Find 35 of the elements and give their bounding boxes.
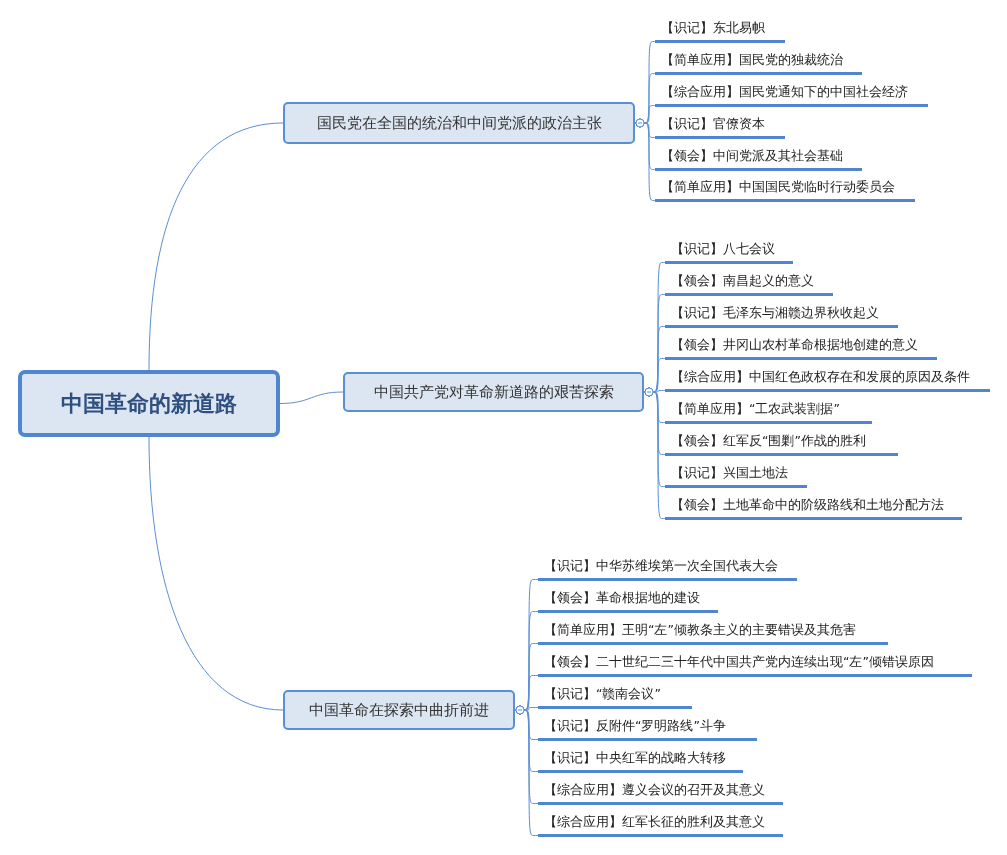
topic-box: [283, 102, 635, 144]
subtopic-label: 【简单应用】“工农武装割据”: [665, 398, 872, 424]
subtopic-label: 【领会】红军反“围剿”作战的胜利: [665, 430, 898, 456]
subtopic-label: 【综合应用】中国红色政权存在和发展的原因及条件: [665, 366, 990, 392]
subtopic-label: 【综合应用】国民党通知下的中国社会经济: [655, 81, 928, 107]
subtopic-label: 【简单应用】中国国民党临时行动委员会: [655, 176, 915, 202]
subtopic-label: 【领会】井冈山农村革命根据地创建的意义: [665, 334, 937, 360]
subtopic-label: 【识记】八七会议: [665, 238, 793, 264]
subtopic-label: 【识记】“赣南会议”: [538, 683, 692, 709]
topic-box: [283, 690, 515, 730]
subtopic-label: 【领会】南昌起义的意义: [665, 270, 833, 296]
connector-line: [148, 436, 284, 711]
topic-text: 国民党在全国的统治和中间党派的政治主张: [316, 113, 602, 133]
subtopic-label: 【领会】土地革命中的阶级路线和土地分配方法: [665, 494, 962, 520]
subtopic-label: 【识记】东北易帜: [655, 17, 785, 43]
subtopic-label: 【领会】二十世纪二三十年代中国共产党内连续出现“左”倾错误原因: [538, 651, 972, 677]
connector-line: [279, 391, 344, 404]
subtopic-label: 【综合应用】遵义会议的召开及其意义: [538, 779, 783, 805]
subtopic-label: 【识记】反附件“罗明路线”斗争: [538, 715, 757, 741]
topic-text: 中国革命的新道路: [61, 389, 237, 418]
subtopic-label: 【综合应用】红军长征的胜利及其意义: [538, 811, 783, 837]
topic-text: 中国共产党对革命新道路的艰苦探索: [373, 382, 614, 402]
subtopic-label: 【领会】革命根据地的建设: [538, 587, 718, 613]
topic-text: 中国革命在探索中曲折前进: [309, 700, 489, 720]
subtopic-label: 【识记】中华苏维埃第一次全国代表大会: [538, 555, 797, 581]
central-topic-box: [18, 370, 280, 437]
subtopic-label: 【简单应用】王明“左”倾教条主义的主要错误及其危害: [538, 619, 888, 645]
subtopic-label: 【识记】兴国土地法: [665, 462, 807, 488]
subtopic-label: 【识记】毛泽东与湘赣边界秋收起义: [665, 302, 898, 328]
subtopic-label: 【领会】中间党派及其社会基础: [655, 145, 862, 171]
subtopic-label: 【识记】中央红军的战略大转移: [538, 747, 743, 773]
subtopic-label: 【识记】官僚资本: [655, 113, 785, 139]
topic-box: [343, 372, 644, 412]
subtopic-label: 【简单应用】国民党的独裁统治: [655, 49, 862, 75]
connector-line: [148, 122, 284, 371]
